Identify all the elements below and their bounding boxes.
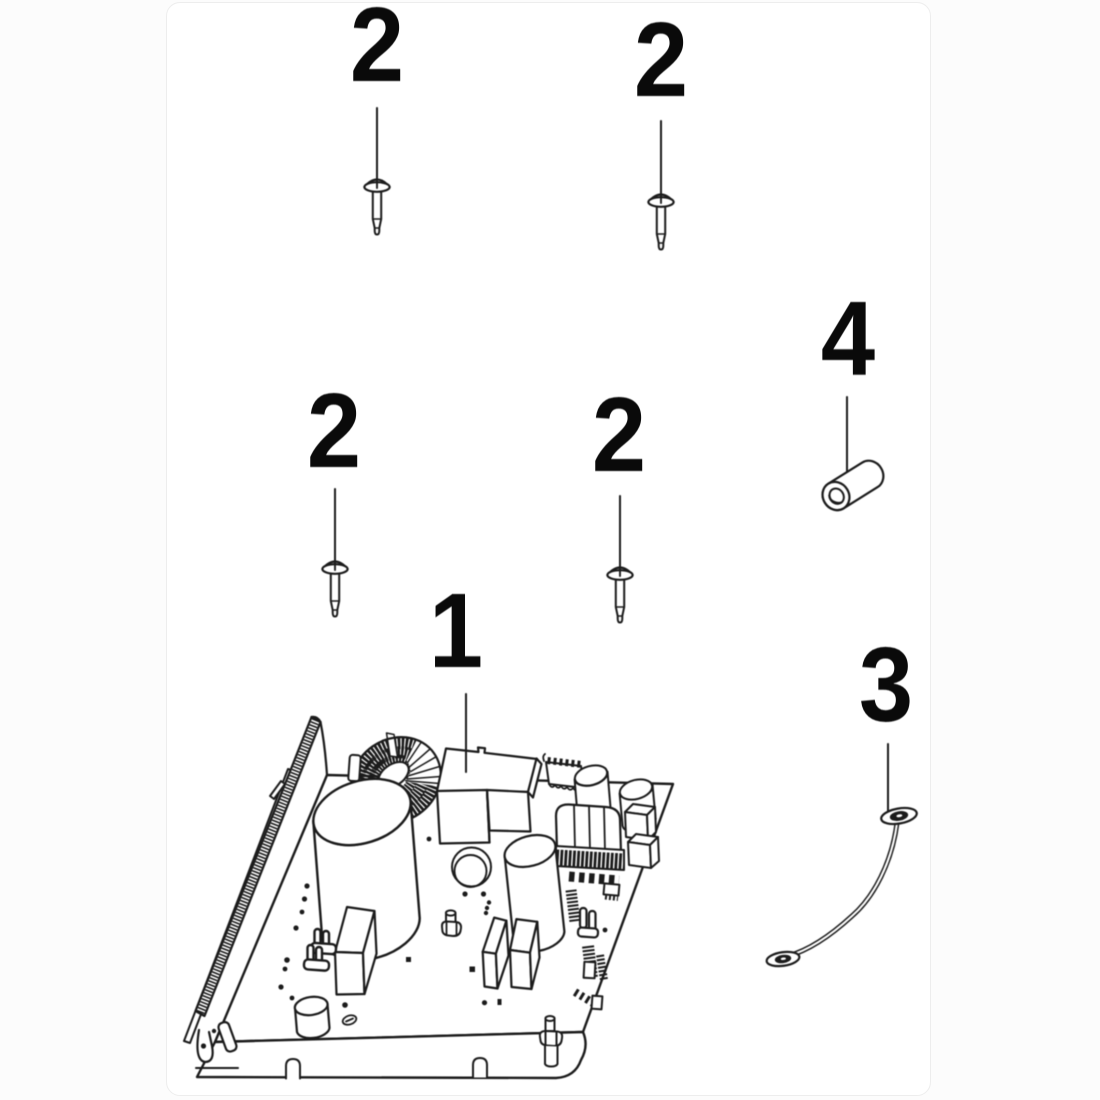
spacer-bushing <box>821 459 885 512</box>
skirt-notch-right <box>472 1057 488 1079</box>
rail-feet <box>195 1021 239 1069</box>
standoff-bolt <box>440 909 463 937</box>
toroid-sparse-turns <box>405 741 442 785</box>
skirt-notch-left <box>285 1058 301 1080</box>
relay-box-small <box>333 905 378 996</box>
capacitor-blocks-right <box>624 803 660 869</box>
ring-terminal-bottom <box>765 950 801 968</box>
pin-connectors-left <box>302 927 338 972</box>
solder-pads <box>278 836 608 1008</box>
rivet-mandrel-pins <box>334 171 662 577</box>
callout-label-3: 3 <box>858 625 914 744</box>
relay-boxes-bottom <box>481 916 541 991</box>
wire <box>785 820 900 959</box>
transformer <box>554 803 625 886</box>
callout-label-2-mid-left: 2 <box>306 371 362 490</box>
callout-label-2-top-right: 2 <box>633 0 689 119</box>
relay-block <box>435 746 543 845</box>
board-hole <box>451 846 492 888</box>
connector-cluster-right <box>565 882 621 1011</box>
transformer-pins <box>568 871 620 886</box>
small-cylinder <box>293 995 331 1040</box>
ground-wire <box>765 806 918 968</box>
callout-label-4: 4 <box>820 279 876 398</box>
oval-pad <box>341 1014 358 1026</box>
ring-terminal-top <box>880 806 918 826</box>
callout-label-2-mid-right: 2 <box>591 375 647 494</box>
control-board-illustration <box>183 715 675 1080</box>
mounting-rail <box>183 715 329 1069</box>
callout-label-1: 1 <box>428 571 484 690</box>
large-capacitor <box>312 777 421 962</box>
front-bolt <box>538 1015 564 1068</box>
callout-label-2-top-left: 2 <box>349 0 405 104</box>
